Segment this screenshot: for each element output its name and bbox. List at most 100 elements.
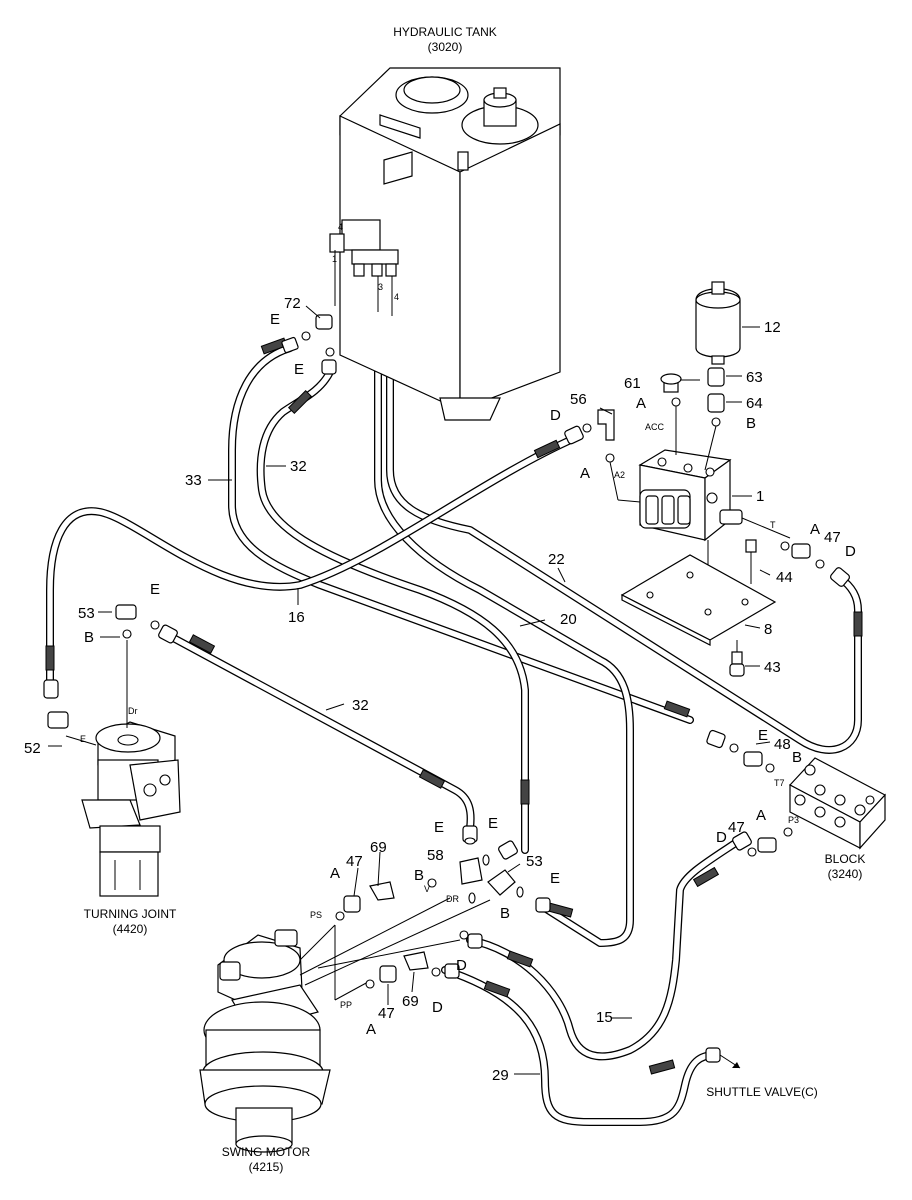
callout-47-top: 47	[824, 529, 841, 546]
port-p3: P3	[788, 815, 799, 825]
callout-E-53: E	[488, 815, 498, 832]
port-acc: ACC	[645, 422, 665, 432]
callout-33: 33	[185, 472, 202, 489]
callouts: 72 12 61 63 64 56 1 33 32 22 20 16 47 44…	[24, 295, 841, 1084]
hoses	[43, 311, 863, 1126]
shuttle-valve-label: SHUTTLE VALVE(C)	[706, 1085, 818, 1099]
callout-A-pp: A	[366, 1021, 376, 1038]
hydraulic-tank-title: HYDRAULIC TANK	[393, 25, 497, 39]
callout-E-tank-bottom: E	[294, 361, 304, 378]
port-ps: PS	[310, 910, 322, 920]
callout-A-ps: A	[330, 865, 340, 882]
callout-53-right: 53	[526, 853, 543, 870]
fittings-top-right	[582, 367, 725, 463]
callout-E-tj: E	[150, 581, 160, 598]
mounting-plate-8	[620, 554, 777, 646]
callout-E-58: E	[434, 819, 444, 836]
callout-47-bottom: 47	[378, 1005, 395, 1022]
hydraulic-tank	[329, 67, 561, 421]
callout-A-a2: A	[580, 465, 590, 482]
fittings-47-48	[729, 541, 825, 857]
hose-29	[441, 966, 719, 1126]
swing-motor-title: SWING MOTOR	[222, 1145, 311, 1159]
callout-B-dr: B	[500, 905, 510, 922]
callout-32-upper: 32	[290, 458, 307, 475]
callout-64: 64	[746, 395, 763, 412]
letter-callouts: E E A B D A A D E B E B A D E E B E B A …	[84, 311, 856, 1038]
port-tank-top: 4	[338, 222, 343, 232]
callout-D-t: D	[845, 543, 856, 560]
callout-D-56: D	[550, 407, 561, 424]
port-dr-tj: Dr	[128, 706, 138, 716]
hose-33	[228, 344, 694, 724]
accumulator-12	[695, 281, 741, 365]
callout-E-right: E	[550, 870, 560, 887]
block-title: BLOCK	[825, 852, 866, 866]
callout-15: 15	[596, 1009, 613, 1026]
hose-20	[374, 326, 634, 947]
port-e-tj: E	[80, 734, 86, 744]
callout-56: 56	[570, 391, 587, 408]
callout-E-block: E	[758, 727, 768, 744]
callout-69-bottom: 69	[402, 993, 419, 1010]
callout-D-bottom: D	[432, 999, 443, 1016]
port-pp: PP	[340, 1000, 352, 1010]
callout-61: 61	[624, 375, 641, 392]
fittings-swing	[115, 314, 524, 989]
hydraulic-tank-code: (3020)	[428, 40, 463, 54]
port-a2: A2	[614, 470, 625, 480]
swing-motor-4215	[199, 897, 491, 1153]
port-labels: ACC A2 T T7 P3 Dr E PS PP V DR 1 3 4 4	[80, 222, 799, 1010]
port-tank-4: 4	[394, 292, 399, 302]
callout-69-top: 69	[370, 839, 387, 856]
port-tank-1: 1	[332, 254, 337, 264]
callout-B-acc: B	[746, 415, 756, 432]
callout-29: 29	[492, 1067, 509, 1084]
port-t: T	[770, 520, 776, 530]
callout-72: 72	[284, 295, 301, 312]
callout-A-p3: A	[756, 807, 766, 824]
port-t7: T7	[774, 778, 785, 788]
callout-E-tank-top: E	[270, 311, 280, 328]
port-tank-3: 3	[378, 282, 383, 292]
callout-43: 43	[764, 659, 781, 676]
callout-63: 63	[746, 369, 763, 386]
callout-32-lower: 32	[352, 697, 369, 714]
swing-motor-code: (4215)	[249, 1160, 284, 1174]
turning-joint-code: (4420)	[113, 922, 148, 936]
bolts	[729, 539, 757, 677]
turning-joint-4420	[47, 640, 181, 897]
callout-20: 20	[560, 611, 577, 628]
callout-53-left: 53	[78, 605, 95, 622]
callout-47-swing: 47	[346, 853, 363, 870]
callout-48: 48	[774, 736, 791, 753]
shuttle-valve-arrow	[719, 1054, 741, 1069]
hose-32-upper	[256, 368, 529, 854]
turning-joint-title: TURNING JOINT	[84, 907, 177, 921]
callout-47-block: 47	[728, 819, 745, 836]
hose-16	[46, 434, 579, 694]
port-dr-sm: DR	[446, 894, 459, 904]
hose-15	[466, 836, 744, 1061]
callout-B-v: B	[414, 867, 424, 884]
callout-12: 12	[764, 319, 781, 336]
callout-B-tj: B	[84, 629, 94, 646]
callout-1: 1	[756, 488, 764, 505]
callout-D-p3: D	[716, 829, 727, 846]
port-v: V	[424, 884, 430, 894]
callout-22: 22	[548, 551, 565, 568]
callout-52: 52	[24, 740, 41, 757]
callout-D-swing: D	[456, 957, 467, 974]
hose-22	[386, 326, 862, 754]
block-code: (3240)	[828, 867, 863, 881]
callout-44: 44	[776, 569, 793, 586]
captions: HYDRAULIC TANK (3020) TURNING JOINT (442…	[84, 25, 866, 1174]
block-3240	[789, 757, 886, 850]
callout-16: 16	[288, 609, 305, 626]
callout-58: 58	[427, 847, 444, 864]
callout-A-t: A	[810, 521, 820, 538]
callout-8: 8	[764, 621, 772, 638]
hose-32-lower	[162, 630, 475, 832]
leader-lines	[48, 305, 771, 1075]
